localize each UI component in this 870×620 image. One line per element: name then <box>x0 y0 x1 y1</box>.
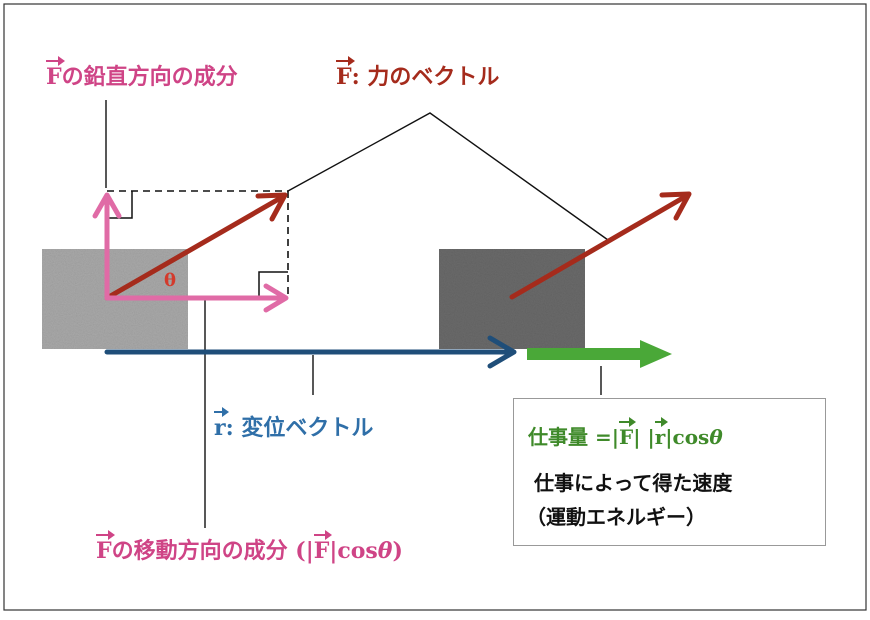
work-formula-mid: | | <box>633 425 655 449</box>
theta-symbol: θ <box>377 538 393 564</box>
angle-theta-label: θ <box>164 270 177 291</box>
force-vector-label: F: 力のベクトル <box>336 56 500 90</box>
f-vertical-component-arrow <box>92 192 122 301</box>
vector-r-symbol: r <box>214 407 229 441</box>
vector-f-symbol: F <box>619 417 637 449</box>
displacement-vector-text: : 変位ベクトル <box>225 415 374 441</box>
vector-f-symbol-2: F <box>313 530 332 564</box>
force-vector-f-start <box>104 192 288 301</box>
f-horizontal-component-label: Fの移動方向の成分 (|F|cosθ) <box>96 530 403 564</box>
right-angle-marker-bottom <box>258 271 288 298</box>
displacement-vector-r <box>104 335 517 369</box>
force-vector-f-end <box>509 191 692 300</box>
frame-border <box>3 3 867 611</box>
f-horizontal-tail: |cos <box>329 538 378 564</box>
work-explanation-box: 仕事量 =|F| |r|cosθ 仕事によって得た速度 （運動エネルギー） <box>513 398 826 546</box>
f-horizontal-close: ) <box>392 538 403 564</box>
work-formula-prefix: 仕事量 =| <box>528 425 619 449</box>
work-description-line2: （運動エネルギー） <box>526 505 706 529</box>
f-horizontal-component-arrow <box>104 283 289 313</box>
f-vertical-component-label: Fの鉛直方向の成分 <box>46 56 238 90</box>
vector-f-symbol: F <box>336 56 355 90</box>
work-description-line1: 仕事によって得た速度 <box>534 471 733 495</box>
work-amount-arrow <box>527 340 672 368</box>
vector-r-symbol: r <box>654 417 668 449</box>
right-angle-marker-top <box>107 191 133 219</box>
f-horizontal-text: の移動方向の成分 (| <box>111 538 314 564</box>
vector-f-symbol: F <box>46 56 65 90</box>
vector-f-symbol: F <box>96 530 115 564</box>
displacement-vector-label: r: 変位ベクトル <box>214 407 374 441</box>
force-vector-text: : 力のベクトル <box>351 64 500 90</box>
f-vertical-text: の鉛直方向の成分 <box>61 64 238 90</box>
work-formula: 仕事量 =|F| |r|cosθ <box>528 417 723 449</box>
work-formula-tail: |cos <box>665 425 710 449</box>
leader-f-force <box>287 112 609 241</box>
theta-symbol: θ <box>709 425 723 449</box>
